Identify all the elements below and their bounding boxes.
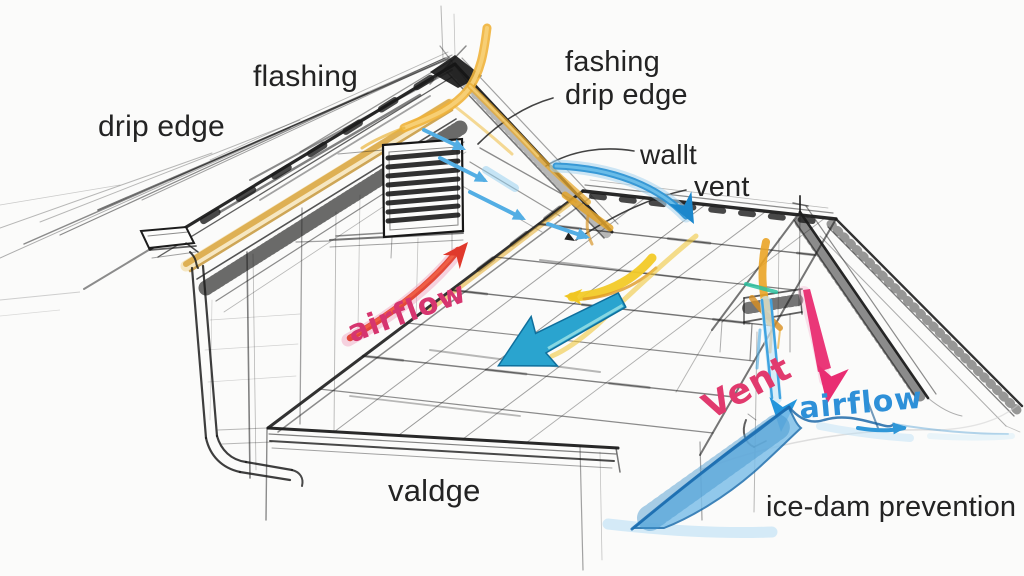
right-roof-overhang	[819, 217, 1024, 433]
leader-flashing-drip-edge	[477, 97, 554, 145]
ice-dam-mound	[602, 401, 1019, 539]
label-flashing: flashing	[253, 60, 359, 93]
label-vent: vent	[694, 171, 750, 203]
label-drip-edge: drip edge	[98, 110, 225, 143]
label-flashing-drip-edge-line2: drip edge	[565, 79, 688, 111]
yellow-airflow-top-arrow	[360, 23, 614, 246]
label-wall: wallt	[640, 139, 698, 170]
yellow-hook-arrow	[549, 233, 699, 359]
main-roof	[0, 5, 619, 313]
gutter	[139, 225, 197, 259]
label-valley: valdge	[388, 473, 481, 508]
blue-vent-arrow	[549, 159, 694, 224]
attic-wall	[204, 147, 577, 433]
gable-pink-arrow	[798, 286, 849, 404]
label-ice-dam-prevention: ice-dam prevention	[766, 491, 1017, 523]
downspout	[185, 242, 304, 487]
ice-dam-flow-arrow	[856, 422, 907, 435]
label-flashing-drip-edge-line1: fashing	[565, 46, 660, 78]
background-strokes	[0, 291, 81, 317]
teal-deck-arrow	[496, 291, 627, 367]
cyan-rafter-arrows	[422, 128, 590, 240]
attic-louver-vent	[335, 137, 465, 259]
red-airflow-arrow	[341, 242, 468, 347]
label-flashing-drip-edge: fashing drip edge	[565, 46, 688, 112]
